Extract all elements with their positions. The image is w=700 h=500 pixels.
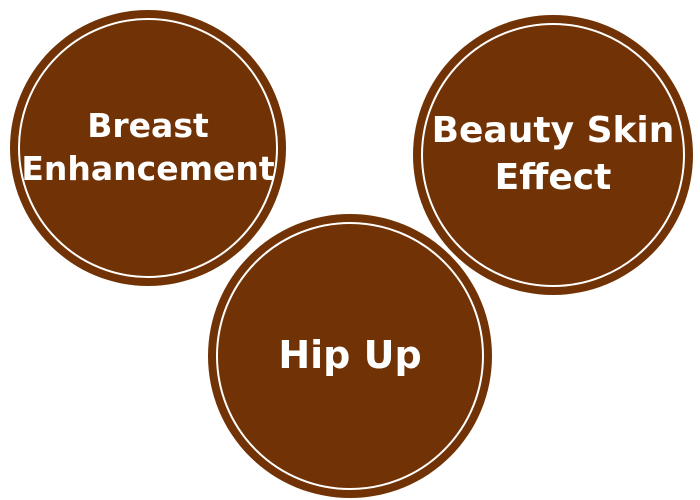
breast-enhancement-label: Breast Enhancement xyxy=(21,106,275,188)
beauty-skin-effect-label: Beauty Skin Effect xyxy=(431,110,675,198)
breast-enhancement-circle: Breast Enhancement xyxy=(10,10,286,286)
hip-up-label: Hip Up xyxy=(278,333,422,378)
hip-up-circle: Hip Up xyxy=(208,214,492,498)
beauty-skin-effect-circle: Beauty Skin Effect xyxy=(413,15,693,295)
